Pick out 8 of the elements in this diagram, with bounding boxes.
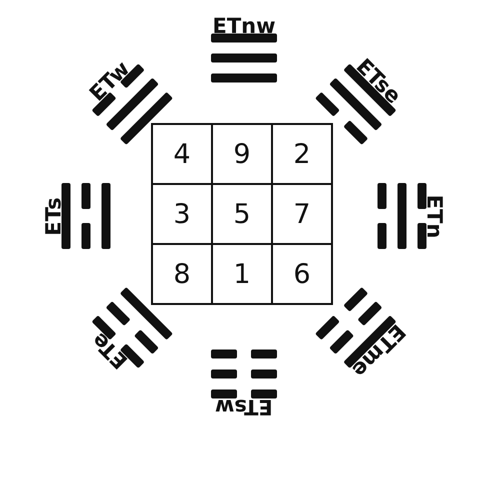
number-cell: 4 [151, 123, 213, 185]
trigram-label: ETsw [215, 396, 273, 416]
trigram-label: ETn [423, 194, 444, 238]
number-cell: 2 [271, 123, 333, 185]
trigram-label: ETs [44, 196, 65, 236]
number-cell: 8 [151, 243, 213, 305]
number-cell: 6 [271, 243, 333, 305]
trigram-label: ETnw [212, 16, 276, 36]
